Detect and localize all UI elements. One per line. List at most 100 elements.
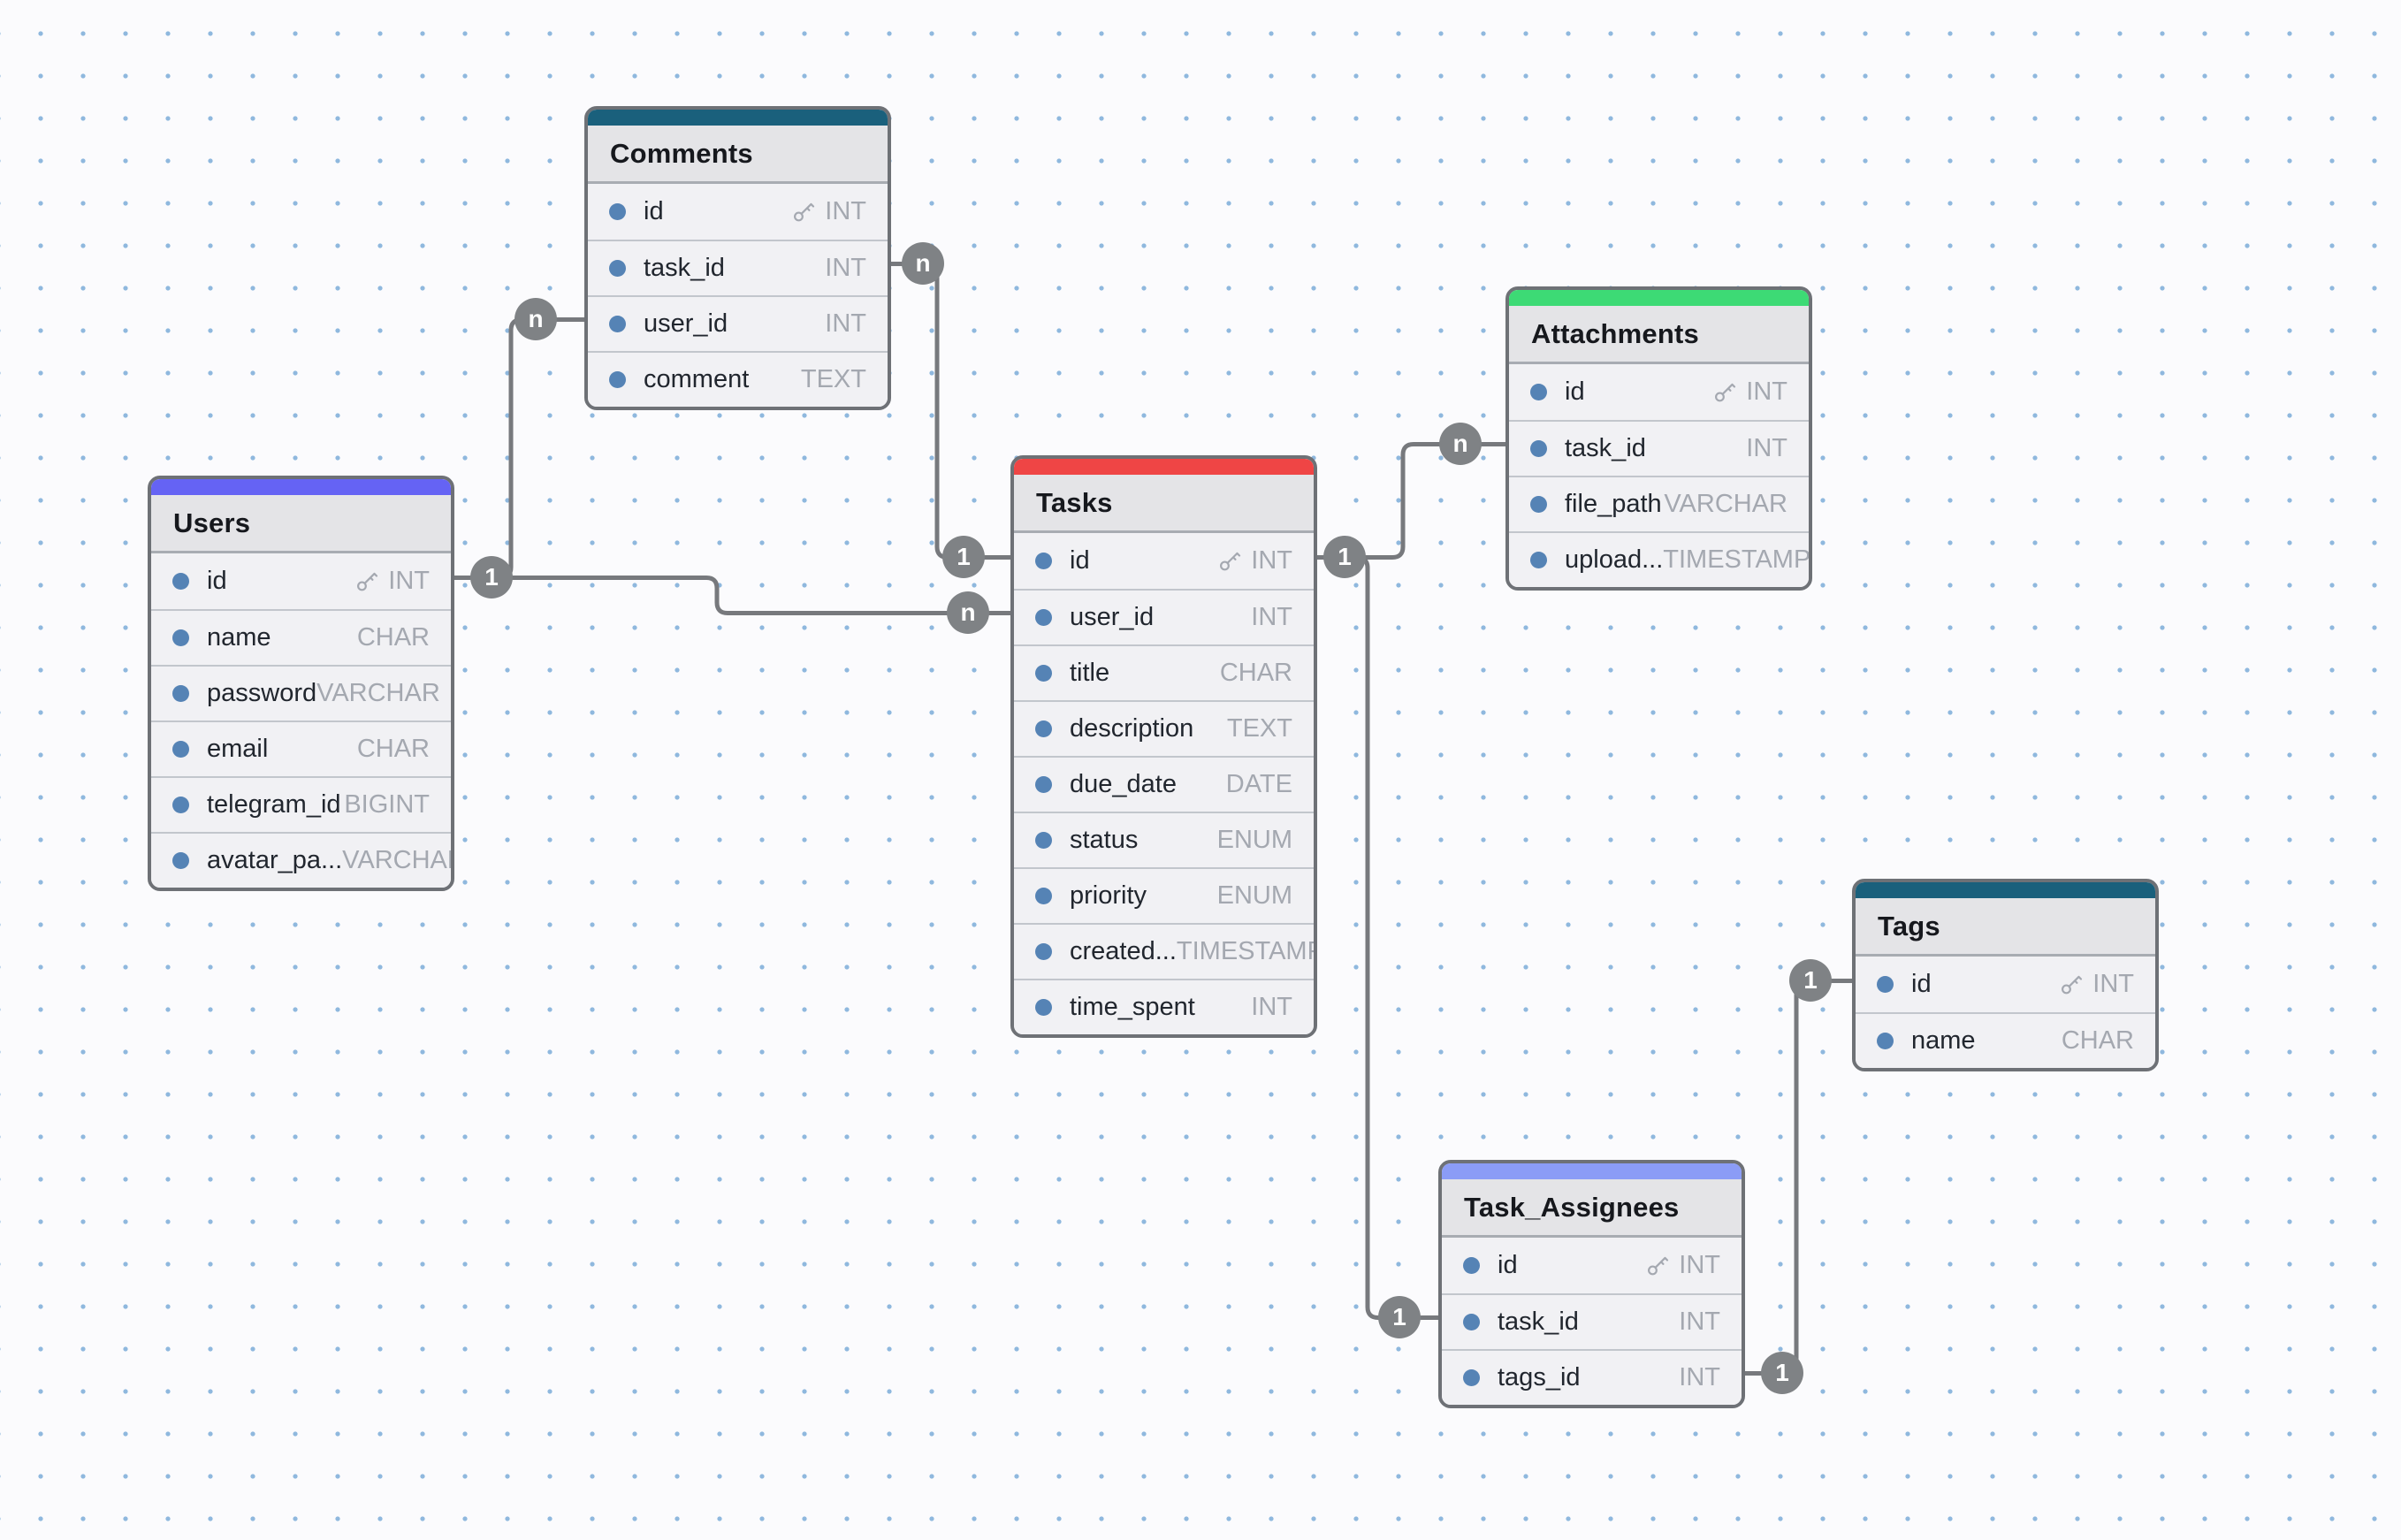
table-header[interactable]: Task_Assignees xyxy=(1442,1179,1742,1238)
field-name: email xyxy=(207,735,269,763)
table-row[interactable]: user_id INT xyxy=(588,295,888,351)
table-row[interactable]: time_spent INT xyxy=(1014,979,1314,1034)
table-row[interactable]: task_id INT xyxy=(1442,1293,1742,1349)
table-row[interactable]: id INT xyxy=(151,553,451,609)
table-row[interactable]: task_id INT xyxy=(588,240,888,295)
field-name: task_id xyxy=(1498,1307,1579,1336)
table-row[interactable]: id INT xyxy=(1509,364,1809,420)
table-row[interactable]: tags_id INT xyxy=(1442,1349,1742,1405)
field-dot-icon xyxy=(1035,609,1052,626)
table-row[interactable]: description TEXT xyxy=(1014,700,1314,756)
field-name: comment xyxy=(644,365,750,393)
cardinality-badge-comments-task-many: n xyxy=(902,242,944,285)
table-row[interactable]: comment TEXT xyxy=(588,351,888,407)
table-row[interactable]: file_path VARCHAR xyxy=(1509,476,1809,531)
table-row[interactable]: user_id INT xyxy=(1014,589,1314,644)
table-attachments[interactable]: Attachments id INT task_id INT file_path… xyxy=(1505,286,1812,591)
field-name: name xyxy=(1911,1026,1976,1055)
table-accent-bar xyxy=(1442,1163,1742,1179)
field-dot-icon xyxy=(1877,976,1894,993)
table-row[interactable]: priority ENUM xyxy=(1014,867,1314,923)
field-type: INT xyxy=(1746,377,1787,406)
field-dot-icon xyxy=(609,371,626,388)
field-name: id xyxy=(1911,970,1932,998)
field-name: user_id xyxy=(644,309,728,338)
field-dot-icon xyxy=(1463,1314,1480,1330)
table-row[interactable]: id INT xyxy=(588,184,888,240)
field-name: name xyxy=(207,623,271,652)
table-row[interactable]: created... TIMESTAMP xyxy=(1014,923,1314,979)
field-name: password xyxy=(207,679,317,707)
field-type: DATE xyxy=(1225,770,1292,798)
table-tasks[interactable]: Tasks id INT user_id INT title CHAR desc… xyxy=(1010,455,1317,1038)
field-type: INT xyxy=(2092,970,2134,998)
field-type: TEXT xyxy=(800,365,866,393)
relationship-tasks-attachments[interactable] xyxy=(1317,442,1505,560)
table-row[interactable]: status ENUM xyxy=(1014,812,1314,867)
table-row[interactable]: id INT xyxy=(1856,957,2155,1012)
table-header[interactable]: Users xyxy=(151,495,451,553)
field-dot-icon xyxy=(1035,720,1052,737)
cardinality-badge-assignees-tags-one: 1 xyxy=(1761,1352,1803,1394)
table-title: Task_Assignees xyxy=(1464,1191,1680,1223)
primary-key-icon xyxy=(1715,383,1736,402)
table-row[interactable]: name CHAR xyxy=(151,609,451,665)
table-comments[interactable]: Comments id INT task_id INT user_id INT … xyxy=(584,106,891,410)
field-type: CHAR xyxy=(1219,659,1292,687)
table-row[interactable]: task_id INT xyxy=(1509,420,1809,476)
field-dot-icon xyxy=(172,852,189,869)
cardinality-badge-assignees-task-one: 1 xyxy=(1378,1296,1421,1338)
table-header[interactable]: Tags xyxy=(1856,898,2155,957)
table-header[interactable]: Comments xyxy=(588,126,888,184)
field-dot-icon xyxy=(1035,665,1052,682)
field-dot-icon xyxy=(1877,1033,1894,1049)
field-name: user_id xyxy=(1070,603,1155,631)
field-type: ENUM xyxy=(1216,881,1292,910)
field-type: INT xyxy=(388,567,430,595)
relationship-users-tasks[interactable] xyxy=(454,576,1010,615)
field-type: ENUM xyxy=(1216,826,1292,854)
table-title: Attachments xyxy=(1531,317,1699,349)
table-users[interactable]: Users id INT name CHAR password VARCHAR … xyxy=(148,476,454,891)
table-header[interactable]: Tasks xyxy=(1014,475,1314,533)
relationship-comments-tasks[interactable] xyxy=(891,262,1010,560)
field-name: tags_id xyxy=(1498,1363,1581,1391)
table-task-assignees[interactable]: Task_Assignees id INT task_id INT tags_i… xyxy=(1438,1160,1745,1408)
table-accent-bar xyxy=(1856,882,2155,898)
field-name: description xyxy=(1070,714,1194,743)
table-row[interactable]: name CHAR xyxy=(1856,1012,2155,1068)
cardinality-badge-tasks-id-one: 1 xyxy=(942,536,985,578)
table-accent-bar xyxy=(1014,459,1314,475)
cardinality-badge-users-one: 1 xyxy=(470,556,513,598)
field-dot-icon xyxy=(1530,496,1547,513)
cardinality-badge-tasks-user-many: n xyxy=(947,591,989,634)
field-type: CHAR xyxy=(356,735,430,763)
field-type: INT xyxy=(1746,434,1787,462)
field-type: TIMESTAMP xyxy=(1176,937,1317,965)
field-dot-icon xyxy=(172,685,189,702)
relationship-tasks-task-assignees[interactable] xyxy=(1317,555,1438,1320)
table-row[interactable]: due_date DATE xyxy=(1014,756,1314,812)
table-row[interactable]: title CHAR xyxy=(1014,644,1314,700)
table-row[interactable]: id INT xyxy=(1014,533,1314,589)
field-dot-icon xyxy=(1530,552,1547,568)
table-row[interactable]: email CHAR xyxy=(151,720,451,776)
field-name: telegram_id xyxy=(207,790,341,819)
table-accent-bar xyxy=(151,479,451,495)
relationship-users-comments[interactable] xyxy=(454,317,584,580)
field-type: VARCHAR xyxy=(316,679,440,707)
table-row[interactable]: upload... TIMESTAMP xyxy=(1509,531,1809,587)
table-header[interactable]: Attachments xyxy=(1509,306,1809,364)
table-row[interactable]: id INT xyxy=(1442,1238,1742,1293)
field-name: status xyxy=(1070,826,1139,854)
table-row[interactable]: avatar_pa... VARCHAR xyxy=(151,832,451,888)
table-row[interactable]: telegram_id BIGINT xyxy=(151,776,451,832)
table-tags[interactable]: Tags id INT name CHAR xyxy=(1852,879,2159,1071)
field-dot-icon xyxy=(1463,1257,1480,1274)
table-title: Comments xyxy=(610,137,753,169)
field-name: created... xyxy=(1070,937,1177,965)
table-row[interactable]: password VARCHAR xyxy=(151,665,451,720)
field-type: INT xyxy=(825,254,866,282)
relationship-task-assignees-tags[interactable] xyxy=(1745,979,1852,1376)
